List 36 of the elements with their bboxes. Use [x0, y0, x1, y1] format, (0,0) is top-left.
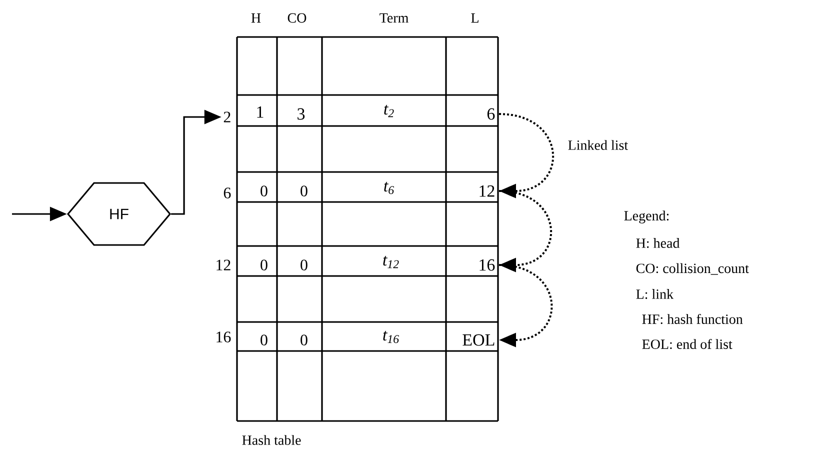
- legend-entry: L: link: [636, 289, 674, 299]
- legend-entry: H: head: [636, 238, 680, 248]
- term-cell: t$_{2}$: [384, 104, 394, 118]
- cell-value: 0: [260, 186, 268, 196]
- row-index: 2: [224, 112, 230, 122]
- hash-function-hexagon: HF: [66, 182, 172, 246]
- link-arrow: [498, 190, 552, 272]
- column-header: H: [251, 13, 261, 23]
- term-cell: t$_{6}$: [384, 182, 394, 194]
- cell-value: 0: [260, 334, 268, 346]
- column-header: CO: [288, 13, 306, 23]
- column-header: Term: [380, 13, 408, 23]
- cell-value: 1: [257, 106, 264, 118]
- term-cell: t$_{12}$: [383, 256, 399, 268]
- cell-value: 0: [300, 334, 308, 346]
- term-cell: t$_{16}$: [383, 330, 399, 344]
- legend-heading: Legend:: [624, 210, 669, 224]
- link-arrow: [498, 264, 552, 348]
- linked-list-label: Linked list: [568, 140, 628, 150]
- legend-entry: HF: hash function: [642, 314, 743, 324]
- row-index: 12: [216, 260, 230, 270]
- column-header: L: [471, 13, 478, 23]
- table-caption: Hash table: [242, 435, 301, 445]
- link-cell: 16: [480, 259, 495, 271]
- row-index: 6: [224, 188, 231, 198]
- legend-entry: EOL: end of list: [642, 338, 732, 350]
- link-cell: EOL: [462, 334, 494, 346]
- cell-value: 3: [298, 108, 305, 120]
- link-cell: 12: [480, 185, 494, 197]
- cell-value: 0: [300, 260, 308, 270]
- cell-value: 0: [300, 186, 308, 196]
- legend-entry: CO: collision_count: [636, 263, 749, 275]
- link-cell: 6: [487, 108, 495, 120]
- cell-value: 0: [260, 260, 268, 270]
- link-arrow: [498, 113, 554, 198]
- row-index: 16: [216, 332, 231, 342]
